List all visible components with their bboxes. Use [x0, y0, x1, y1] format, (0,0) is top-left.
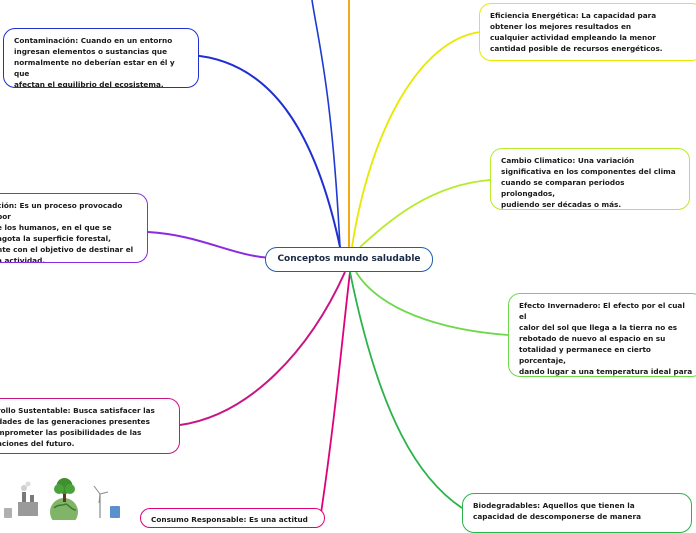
connector-consumo	[319, 271, 351, 520]
topic-eficiencia-energetica[interactable]: Eficiencia Energética: La capacidad para…	[479, 3, 696, 61]
topic-deforestacion[interactable]: ción: Es un proceso provocado por e los …	[0, 193, 148, 263]
topic-efecto-invernadero[interactable]: Efecto Invernadero: El efecto por el cua…	[508, 293, 696, 377]
topic-consumo-responsable[interactable]: Consumo Responsable: Es una actitud que	[140, 508, 325, 528]
environment-illustration	[4, 478, 120, 520]
connector-lines	[147, 0, 509, 520]
topic-cambio-climatico[interactable]: Cambio Climatico: Una variación signific…	[490, 148, 690, 210]
topic-contaminacion[interactable]: Contaminación: Cuando en un entorno ingr…	[3, 28, 199, 88]
topic-desarrollo-sustentable[interactable]: rollo Sustentable: Busca satisfacer las …	[0, 398, 180, 454]
globe-icon	[50, 498, 78, 520]
connector-deforestacion	[147, 231, 271, 259]
connector-desarrollo	[179, 271, 346, 426]
central-topic[interactable]: Conceptos mundo saludable	[265, 247, 433, 272]
topic-biodegradables[interactable]: Biodegradables: Aquellos que tienen la c…	[462, 493, 692, 533]
connector-top-blue	[311, 0, 341, 248]
wind-turbine-icon	[93, 485, 109, 518]
connector-eficiencia	[351, 31, 481, 248]
connector-biodegradables	[349, 271, 463, 509]
recycle-bin-icon	[4, 506, 120, 518]
connector-cambio	[359, 179, 491, 248]
tree-icon	[54, 478, 75, 502]
connector-invernadero	[355, 271, 509, 336]
factory-icon	[18, 481, 38, 516]
connector-contaminacion	[189, 54, 341, 248]
